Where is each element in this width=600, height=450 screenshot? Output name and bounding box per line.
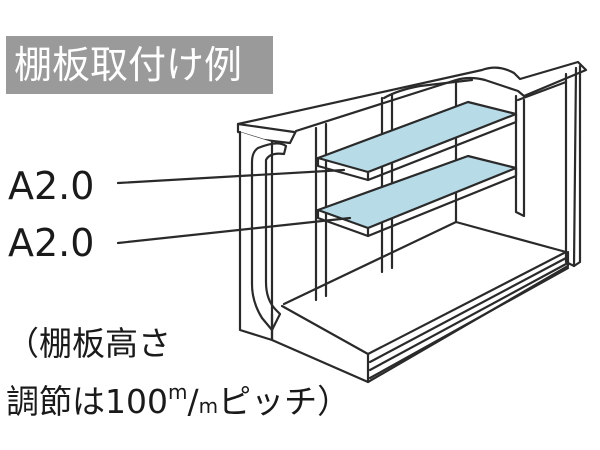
shelf-lower: [316, 154, 518, 238]
floor-back-edge: [282, 220, 568, 306]
top-board: [236, 60, 588, 145]
note-line-2-prefix: 調節は100: [6, 382, 168, 421]
right-end-panel: [564, 66, 578, 268]
note-line-2: 調節は100m/mピッチ）: [6, 372, 350, 426]
note-line-2-suffix: ピッチ）: [218, 382, 351, 421]
shelf-upper: [316, 100, 518, 182]
note-unit-numerator: m: [168, 380, 188, 404]
left-panel-cutout: [250, 142, 288, 332]
leader-line-upper: [116, 168, 346, 185]
note-unit-slash: /: [187, 382, 199, 421]
shelf-label-upper: A2.0: [8, 164, 95, 208]
note-line-1-text: （棚板高さ: [6, 324, 171, 363]
note-unit-denominator: m: [198, 394, 219, 418]
back-top-lip: [382, 78, 474, 100]
left-side-panel: [238, 130, 274, 342]
title-badge: 棚板取付け例: [6, 36, 273, 94]
top-board-edge: [236, 122, 296, 134]
shelf-label-lower: A2.0: [8, 221, 95, 265]
title-text: 棚板取付け例: [14, 43, 243, 87]
note-line-1: （棚板高さ: [6, 324, 171, 364]
inner-right-panel: [514, 94, 526, 218]
leader-line-lower: [116, 216, 352, 245]
